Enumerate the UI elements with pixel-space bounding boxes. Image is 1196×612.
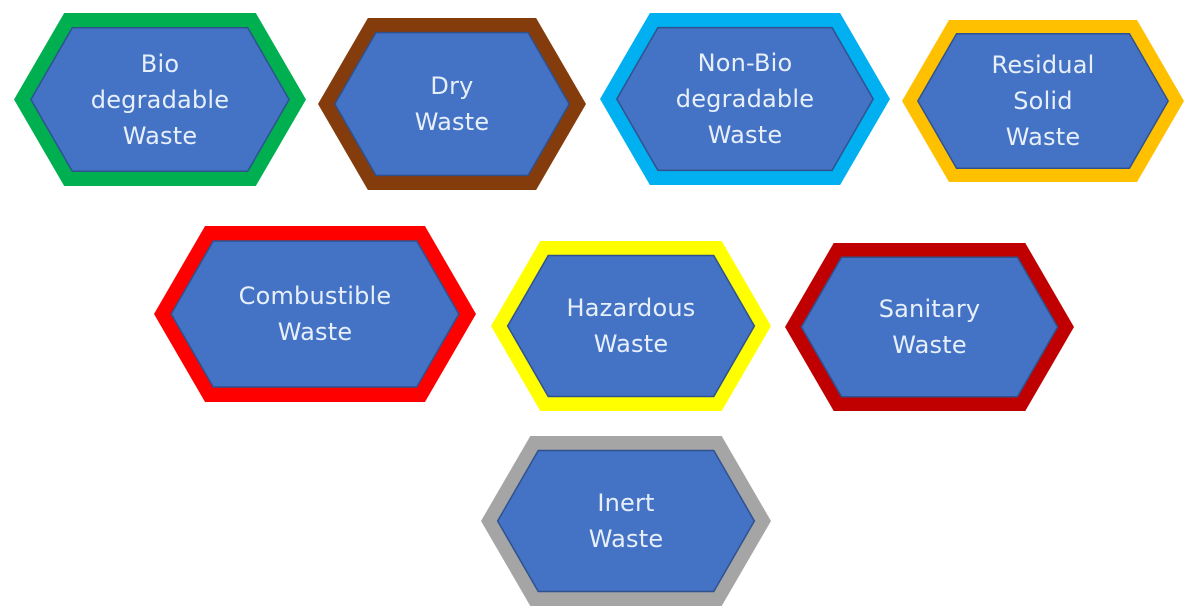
hexagon-label-line: Sanitary bbox=[878, 295, 981, 323]
hexagon-label-line: Waste bbox=[414, 108, 490, 136]
hexagon-label-line: Inert bbox=[597, 489, 655, 517]
hexagon-label-line: Waste bbox=[892, 331, 967, 359]
hexagon-label-line: Waste bbox=[122, 121, 198, 150]
hexagon-label-line: Residual bbox=[991, 51, 1095, 79]
hexagon-label-line: Solid bbox=[1013, 87, 1073, 115]
hexagon-shape-icon bbox=[481, 436, 771, 606]
hexagon-shape-icon bbox=[902, 20, 1184, 182]
hexagon-label-line: Waste bbox=[593, 330, 669, 358]
hexagon-label-line: Waste bbox=[707, 121, 783, 149]
hexagon-fill bbox=[333, 31, 571, 177]
hexagon-label-line: degradable bbox=[90, 85, 230, 114]
hexagon-shape-icon bbox=[600, 13, 890, 185]
hexagon-label-line: Hazardous bbox=[566, 294, 696, 322]
hexagon-fill bbox=[170, 240, 460, 388]
hexagon-fill bbox=[30, 26, 290, 173]
hexagon-shape-icon bbox=[318, 18, 586, 190]
hexagon-shape-icon bbox=[785, 243, 1074, 411]
hexagon-fill bbox=[615, 26, 875, 172]
hexagon-fill bbox=[800, 256, 1059, 398]
hexagon-shape-icon bbox=[154, 226, 476, 402]
hexagon-label-line: Dry bbox=[430, 72, 474, 100]
hexagon-shape-icon bbox=[491, 241, 771, 411]
hexagon-label-line: Bio bbox=[140, 49, 180, 78]
hexagon-label-line: degradable bbox=[675, 85, 815, 113]
hexagon-label-line: Non-Bio bbox=[697, 49, 793, 77]
hexagon-label-line: Waste bbox=[588, 525, 664, 553]
hexagon-fill bbox=[916, 33, 1170, 169]
hexagon-fill bbox=[496, 449, 756, 593]
hexagon-shape-icon bbox=[14, 13, 306, 186]
hexagon-label-line: Waste bbox=[277, 318, 353, 346]
hexagon-label-line: Waste bbox=[1005, 123, 1081, 151]
hexagon-fill bbox=[506, 254, 756, 398]
hexagon-label-line: Combustible bbox=[238, 282, 392, 310]
